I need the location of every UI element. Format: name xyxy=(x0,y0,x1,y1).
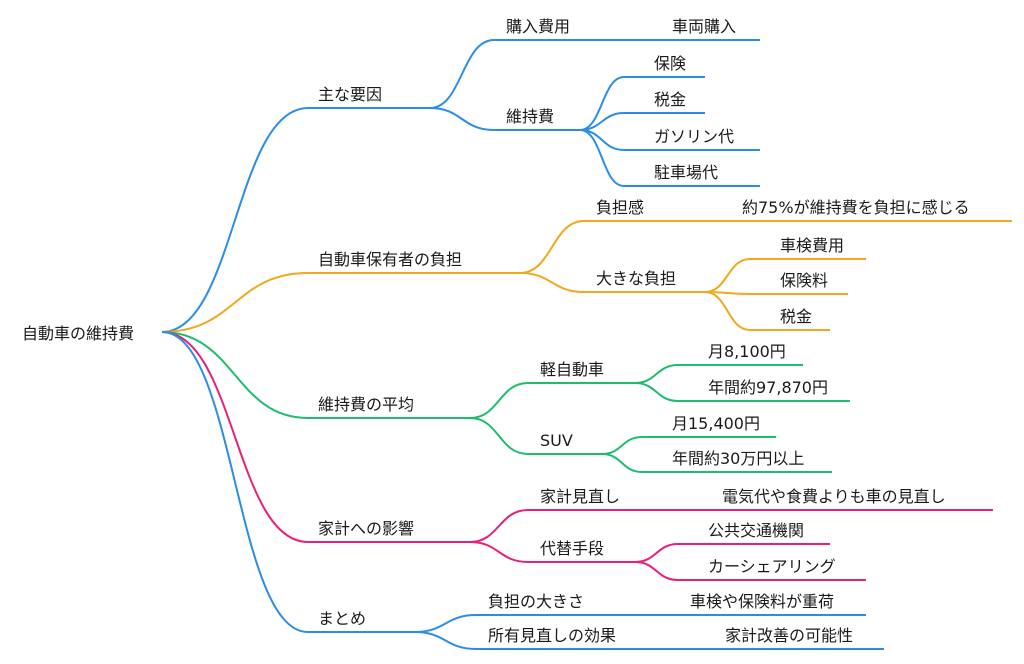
edge-branch-sub xyxy=(469,417,529,455)
leaf-node: 保険料 xyxy=(780,271,828,290)
edge-branch-sub xyxy=(429,107,495,131)
edge-root-branch xyxy=(161,272,309,333)
sub-node: SUV xyxy=(540,431,573,450)
sub-node: 購入費用 xyxy=(506,17,570,36)
edge-branch-sub xyxy=(429,39,495,109)
edge-root-branch xyxy=(161,331,309,633)
sub-node: 軽自動車 xyxy=(540,360,604,379)
leaf-node: 車検費用 xyxy=(780,236,844,255)
edge-sub-leaf xyxy=(634,364,679,384)
branch-node: 主な要因 xyxy=(318,85,382,104)
leaf-node: 年間約97,870円 xyxy=(708,378,828,397)
edge-sub-leaf xyxy=(634,382,679,402)
sub-node: 代替手段 xyxy=(540,539,604,558)
leaf-node: 約75%が維持費を負担に感じる xyxy=(742,198,970,217)
sub-node: 大きな負担 xyxy=(596,269,676,288)
edge-sub-leaf xyxy=(704,291,751,331)
leaf-node: 月15,400円 xyxy=(672,414,760,433)
edge-branch-sub xyxy=(469,541,529,563)
leaf-node: 税金 xyxy=(780,307,812,326)
leaf-node: カーシェアリング xyxy=(708,557,836,576)
leaf-node: 駐車場代 xyxy=(654,163,718,182)
leaf-node: 年間約30万円以上 xyxy=(672,449,804,468)
edge-sub-leaf xyxy=(634,561,679,581)
sub-node: 負担感 xyxy=(596,198,644,217)
leaf-node: ガソリン代 xyxy=(654,127,734,146)
leaf-node: 月8,100円 xyxy=(708,342,786,361)
edge-sub-leaf xyxy=(634,543,679,563)
edge-sub-leaf xyxy=(704,258,751,293)
leaf-node: 公共交通機関 xyxy=(708,521,804,540)
edge-branch-sub xyxy=(519,272,585,293)
leaf-node: 税金 xyxy=(654,90,686,109)
leaf-node: 車両購入 xyxy=(672,17,736,36)
edge-sub-leaf xyxy=(601,436,643,455)
leaf-node: 電気代や食費よりも車の見直し xyxy=(722,487,946,506)
leaf-node: 家計改善の可能性 xyxy=(725,626,853,645)
sub-node: 所有見直しの効果 xyxy=(488,626,616,645)
mindmap-nodes: 自動車の維持費 主な要因購入費用車両購入維持費保険税金ガソリン代駐車場代自動車保… xyxy=(22,17,970,645)
edge-branch-sub xyxy=(414,614,477,633)
branch-node: 家計への影響 xyxy=(318,519,414,538)
edge-root-branch xyxy=(161,331,309,419)
leaf-node: 車検や保険料が重荷 xyxy=(690,592,834,611)
edge-root-branch xyxy=(161,107,309,333)
edge-branch-sub xyxy=(469,509,529,543)
branch-node: 維持費の平均 xyxy=(318,395,414,414)
branch-node: 自動車保有者の負担 xyxy=(318,250,462,269)
sub-node: 維持費 xyxy=(506,107,554,126)
edge-sub-leaf xyxy=(601,453,643,473)
leaf-node: 保険 xyxy=(654,54,686,73)
sub-node: 家計見直し xyxy=(540,487,620,506)
sub-node: 負担の大きさ xyxy=(488,592,584,611)
mindmap-edges xyxy=(161,39,1012,650)
edge-branch-sub xyxy=(469,382,529,419)
edge-sub-leaf xyxy=(579,129,625,187)
edge-branch-sub xyxy=(519,220,585,274)
root-node: 自動車の維持費 xyxy=(22,324,134,343)
edge-root-branch xyxy=(161,331,309,543)
edge-branch-sub xyxy=(414,631,477,650)
branch-node: まとめ xyxy=(318,609,366,628)
